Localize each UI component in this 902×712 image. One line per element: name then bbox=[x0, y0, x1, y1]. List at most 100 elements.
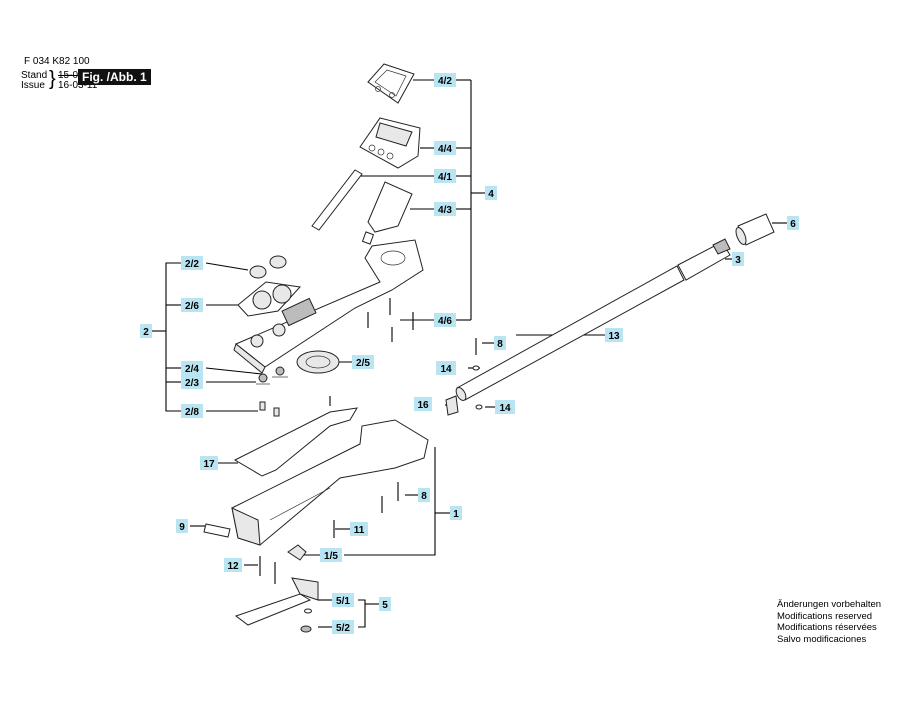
callout-12: 12 bbox=[224, 558, 242, 572]
callout-4-3: 4/3 bbox=[434, 202, 456, 216]
callout-17: 17 bbox=[200, 456, 218, 470]
callout-box bbox=[181, 298, 203, 312]
callout-text: 4 bbox=[488, 189, 494, 200]
stand-label: Stand bbox=[21, 70, 48, 81]
callout-text: 4/3 bbox=[438, 205, 452, 216]
part-2-8-standoffs bbox=[259, 401, 280, 417]
part-2-5-speaker bbox=[296, 350, 340, 374]
callout-2-3: 2/3 bbox=[181, 375, 203, 389]
callout-1-5: 1/5 bbox=[320, 548, 342, 562]
callout-text: 2/5 bbox=[356, 358, 370, 369]
issue-date: 16-03-11 bbox=[58, 80, 98, 91]
callout-text: 2/3 bbox=[185, 378, 199, 389]
callout-4: 4 bbox=[485, 186, 497, 200]
callout-5-1: 5/1 bbox=[332, 593, 354, 607]
callout-text: 8 bbox=[421, 491, 427, 502]
callout-box bbox=[605, 328, 623, 342]
issue-label: Issue bbox=[21, 80, 45, 91]
callout-box bbox=[200, 456, 218, 470]
part-3-inner-tube bbox=[677, 238, 731, 281]
part-4-6-screws bbox=[367, 298, 414, 342]
part-number: F 034 K82 100 bbox=[24, 56, 90, 67]
callout-text: 2/4 bbox=[185, 364, 199, 375]
callout-8a: 8 bbox=[494, 336, 506, 350]
callout-2-5: 2/5 bbox=[352, 355, 374, 369]
part-9-strip bbox=[203, 523, 231, 538]
part-1-lower-housing bbox=[231, 419, 429, 546]
callout-text: 9 bbox=[179, 522, 185, 533]
figure-badge: Fig. /Abb. 1 bbox=[78, 69, 151, 85]
callout-box bbox=[181, 361, 203, 375]
part-13-tube bbox=[455, 265, 685, 401]
callout-text: 2 bbox=[143, 327, 149, 338]
part-4-4-display-housing bbox=[359, 117, 421, 169]
callout-4-1: 4/1 bbox=[434, 169, 456, 183]
callout-9: 9 bbox=[176, 519, 188, 533]
callout-text: 5/2 bbox=[336, 623, 350, 634]
callout-box bbox=[181, 256, 203, 270]
callout-box bbox=[379, 597, 391, 611]
callout-box bbox=[434, 202, 456, 216]
callout-box bbox=[732, 252, 744, 266]
callout-text: 5 bbox=[382, 600, 388, 611]
part-2-handle-housing bbox=[233, 239, 424, 374]
callout-2-4: 2/4 bbox=[181, 361, 203, 375]
callout-text: 4/6 bbox=[438, 316, 452, 327]
stand-date: 15-09 bbox=[58, 70, 84, 81]
callout-2-2: 2/2 bbox=[181, 256, 203, 270]
callout-6: 6 bbox=[787, 216, 799, 230]
note-line-fr: Modifications réservées bbox=[777, 622, 877, 633]
callout-text: 13 bbox=[608, 331, 620, 342]
callout-box bbox=[434, 141, 456, 155]
callout-box bbox=[332, 593, 354, 607]
callout-text: 14 bbox=[499, 403, 511, 414]
note-line-es: Salvo modificaciones bbox=[777, 633, 867, 645]
callout-text: 17 bbox=[203, 459, 215, 470]
part-4-1-label-strip bbox=[311, 169, 363, 231]
part-1-5-clip bbox=[287, 544, 307, 561]
callout-box bbox=[436, 361, 456, 375]
callout-text: 8 bbox=[497, 339, 503, 350]
callout-box bbox=[495, 400, 515, 414]
callout-text: 14 bbox=[440, 364, 452, 375]
callout-box bbox=[494, 336, 506, 350]
part-screws bbox=[259, 482, 399, 584]
callout-16: 16 bbox=[414, 397, 432, 411]
callout-box bbox=[320, 548, 342, 562]
callout-box bbox=[787, 216, 799, 230]
callout-box bbox=[418, 488, 430, 502]
callout-text: 6 bbox=[790, 219, 796, 230]
date-brace: } bbox=[49, 68, 56, 90]
callout-text: 16 bbox=[417, 400, 429, 411]
callout-2: 2 bbox=[140, 324, 152, 338]
callout-5: 5 bbox=[379, 597, 391, 611]
part-17-plate bbox=[233, 396, 358, 477]
callout-5-2: 5/2 bbox=[332, 620, 354, 634]
callout-4-4: 4/4 bbox=[434, 141, 456, 155]
callout-2-8: 2/8 bbox=[181, 404, 203, 418]
callout-4-6: 4/6 bbox=[434, 313, 456, 327]
callout-text: 11 bbox=[354, 525, 365, 536]
callout-box bbox=[352, 355, 374, 369]
part-2-6-label bbox=[237, 281, 302, 317]
callout-box bbox=[181, 375, 203, 389]
callout-text: 4/4 bbox=[438, 144, 452, 155]
callout-14a: 14 bbox=[436, 361, 456, 375]
callout-text: 3 bbox=[735, 255, 741, 266]
callout-14b: 14 bbox=[495, 400, 515, 414]
part-5-bracket bbox=[234, 577, 319, 633]
part-2-2-knobs bbox=[249, 255, 287, 279]
callout-text: 1/5 bbox=[324, 551, 338, 562]
callout-box bbox=[350, 522, 368, 536]
callout-11: 11 bbox=[350, 522, 368, 536]
part-4-2-display-cover bbox=[367, 63, 415, 104]
callout-box bbox=[485, 186, 497, 200]
callout-box bbox=[140, 324, 152, 338]
callout-13: 13 bbox=[605, 328, 623, 342]
callout-box bbox=[332, 620, 354, 634]
note-line-de: Änderungen vorbehalten bbox=[777, 599, 882, 610]
callout-text: 5/1 bbox=[336, 596, 350, 607]
callout-box bbox=[414, 397, 432, 411]
